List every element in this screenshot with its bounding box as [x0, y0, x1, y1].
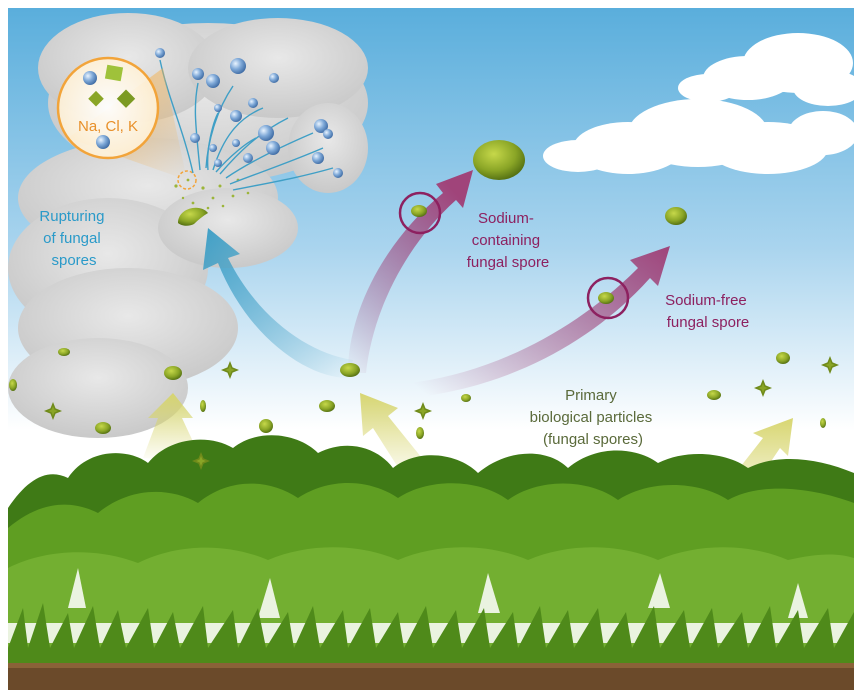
ion-ball	[323, 129, 333, 139]
sodium-free-label: Sodium-free fungal spore	[665, 292, 751, 331]
ion-ball	[192, 68, 204, 80]
ion-ball	[312, 152, 324, 164]
star-particle	[43, 401, 63, 421]
spore	[95, 422, 111, 434]
ion-ball	[214, 104, 222, 112]
highlighted-spore-2	[598, 292, 614, 304]
star-particle	[820, 355, 840, 375]
ion-ball	[243, 153, 253, 163]
ion-ball	[269, 73, 279, 83]
rupturing-label: Rupturing of fungal spores	[39, 208, 108, 269]
salt-zoom-inset: Na, Cl, K	[56, 56, 160, 160]
salt-ions-label: Na, Cl, K	[78, 118, 138, 135]
ion-ball	[266, 141, 280, 155]
ion-ball	[258, 125, 274, 141]
spore	[259, 419, 273, 433]
ion-ball	[209, 144, 217, 152]
spore	[707, 390, 721, 400]
star-particles	[43, 355, 840, 471]
floating-spores	[9, 140, 826, 439]
ion-ball	[232, 139, 240, 147]
spore	[9, 379, 17, 391]
star-particle	[220, 360, 240, 380]
ruptured-spore	[178, 207, 208, 226]
large-spore	[473, 140, 525, 180]
sodium-containing-label: Sodium- containing fungal spore	[467, 210, 550, 271]
star-particle	[191, 451, 211, 471]
fungal-spore-diagram: Na, Cl, K Rupturing of fungal spores Sod…	[8, 8, 854, 690]
ion-ball	[190, 133, 200, 143]
ion-ball	[206, 74, 220, 88]
rupture-zoom-circle	[177, 170, 197, 190]
sodium-free-spore	[665, 207, 687, 225]
ion-ball	[83, 71, 97, 85]
salt-crystal	[116, 89, 136, 108]
salt-crystal	[104, 64, 124, 82]
primary-particles-label: Primary biological particles (fungal spo…	[530, 387, 657, 448]
sodium-containing-arrow	[348, 170, 473, 373]
salt-zoom-circle	[56, 56, 160, 160]
spore	[820, 418, 826, 428]
highlighted-spore-1	[411, 205, 427, 217]
gray-spore-cloud	[8, 13, 368, 438]
ion-ball	[230, 58, 246, 74]
ion-ball	[333, 168, 343, 178]
ion-ball	[230, 110, 242, 122]
rupture-arrow	[203, 228, 353, 378]
spore	[776, 352, 790, 364]
forest-canopy	[8, 435, 854, 690]
sodium-free-arrow	[358, 246, 670, 401]
spore	[200, 400, 206, 412]
spore	[319, 400, 335, 412]
rupture-burst	[155, 48, 343, 210]
spore	[416, 427, 424, 439]
star-particle	[413, 401, 433, 421]
sodium-free-highlight-circle	[586, 276, 630, 320]
salt-crystal	[88, 90, 104, 107]
ion-ball	[96, 135, 110, 149]
ion-ball	[248, 98, 258, 108]
star-particle	[753, 378, 773, 398]
spore	[340, 363, 360, 377]
white-cloud-middle-right	[543, 99, 854, 174]
spore	[164, 366, 182, 380]
spore	[58, 348, 70, 356]
ion-ball	[314, 119, 328, 133]
ion-ball	[214, 159, 222, 167]
sodium-containing-highlight-circle	[398, 191, 442, 235]
spore	[461, 394, 471, 402]
ion-ball	[155, 48, 165, 58]
white-cloud-upper-right	[678, 33, 854, 106]
